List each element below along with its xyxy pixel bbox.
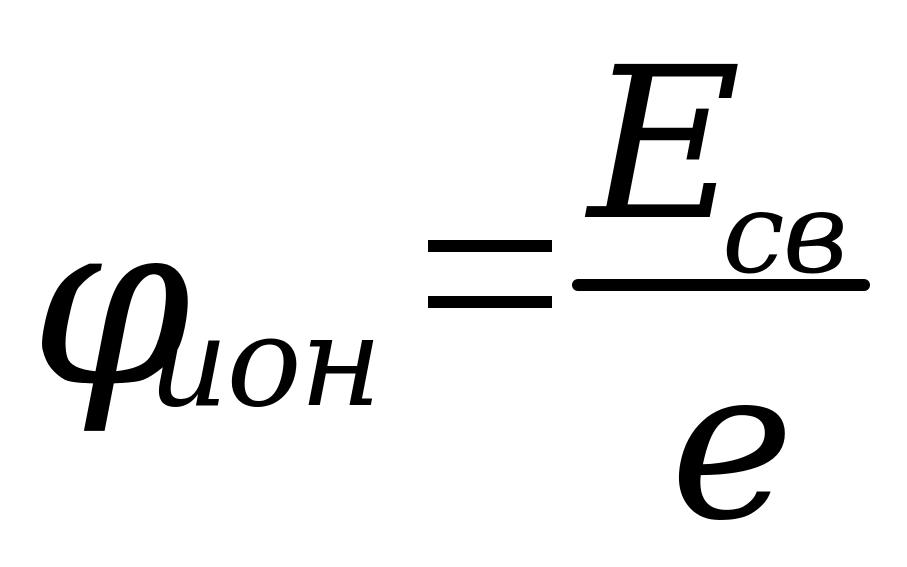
equals-sign <box>428 240 552 310</box>
phi-subscript: ион <box>148 290 382 435</box>
numerator-symbol: E <box>588 22 742 267</box>
phi-symbol: φ <box>30 171 192 438</box>
fraction-bar <box>572 279 870 291</box>
numerator-subscript: св <box>722 169 848 299</box>
equals-sign-bottom-bar <box>428 296 552 308</box>
equals-sign-top-bar <box>428 240 552 252</box>
denominator-symbol: e <box>670 322 795 567</box>
ionization-potential-formula: φ ион E св e <box>30 22 870 567</box>
